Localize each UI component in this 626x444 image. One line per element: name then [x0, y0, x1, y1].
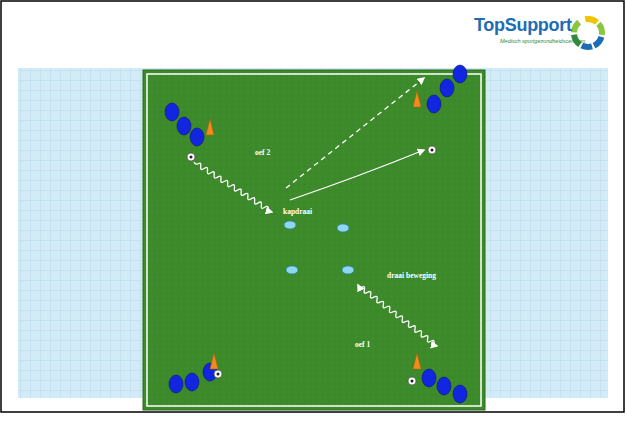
- ball: [214, 370, 222, 378]
- exercise-label: oef 1: [354, 341, 371, 349]
- player: [437, 377, 451, 395]
- logo-segment: [585, 16, 599, 25]
- player: [453, 385, 467, 403]
- exercise-label: oef 2: [254, 149, 271, 157]
- player: [440, 79, 454, 97]
- player: [177, 117, 191, 135]
- movement-arrow: [286, 78, 424, 188]
- move-label: kapdraai: [282, 208, 313, 216]
- logo-subtitle: Medisch sportgezondheidscentrum: [500, 38, 585, 44]
- ball-patch: [190, 156, 193, 159]
- player: [169, 375, 183, 393]
- player: [185, 373, 199, 391]
- movement-arrow: [194, 162, 272, 212]
- cone: [210, 353, 218, 369]
- player: [190, 128, 204, 146]
- movement-arrow: [290, 150, 424, 200]
- ball-body: [214, 370, 222, 378]
- ball-patch: [217, 373, 220, 376]
- marker-disc: [284, 221, 296, 229]
- cone: [206, 119, 214, 135]
- pitch-line: [147, 74, 481, 406]
- ball: [408, 377, 416, 385]
- logo-segment: [593, 36, 605, 48]
- ball-patch: [411, 380, 414, 383]
- logo-ring: [571, 16, 605, 50]
- cone: [413, 353, 421, 369]
- movement-arrow: [358, 285, 437, 346]
- ball-body: [187, 153, 195, 161]
- player: [422, 369, 436, 387]
- ball: [428, 146, 436, 154]
- logo-text: TopSupport: [474, 16, 572, 36]
- marker-disc: [342, 266, 354, 274]
- drill-moves: [194, 78, 437, 346]
- marker-disc: [337, 224, 349, 232]
- player: [427, 95, 441, 113]
- logo-segment: [571, 20, 581, 33]
- ball: [187, 153, 195, 161]
- ball-patch: [431, 149, 434, 152]
- move-label: draai beweging: [386, 272, 437, 280]
- marker-disc: [286, 266, 298, 274]
- pitch: [143, 70, 485, 410]
- page-frame: [1, 1, 624, 412]
- ball-body: [428, 146, 436, 154]
- logo-segment: [596, 22, 605, 35]
- player: [453, 65, 467, 83]
- ball-body: [408, 377, 416, 385]
- drill-items: [165, 65, 467, 403]
- cone: [413, 91, 421, 107]
- player: [165, 103, 179, 121]
